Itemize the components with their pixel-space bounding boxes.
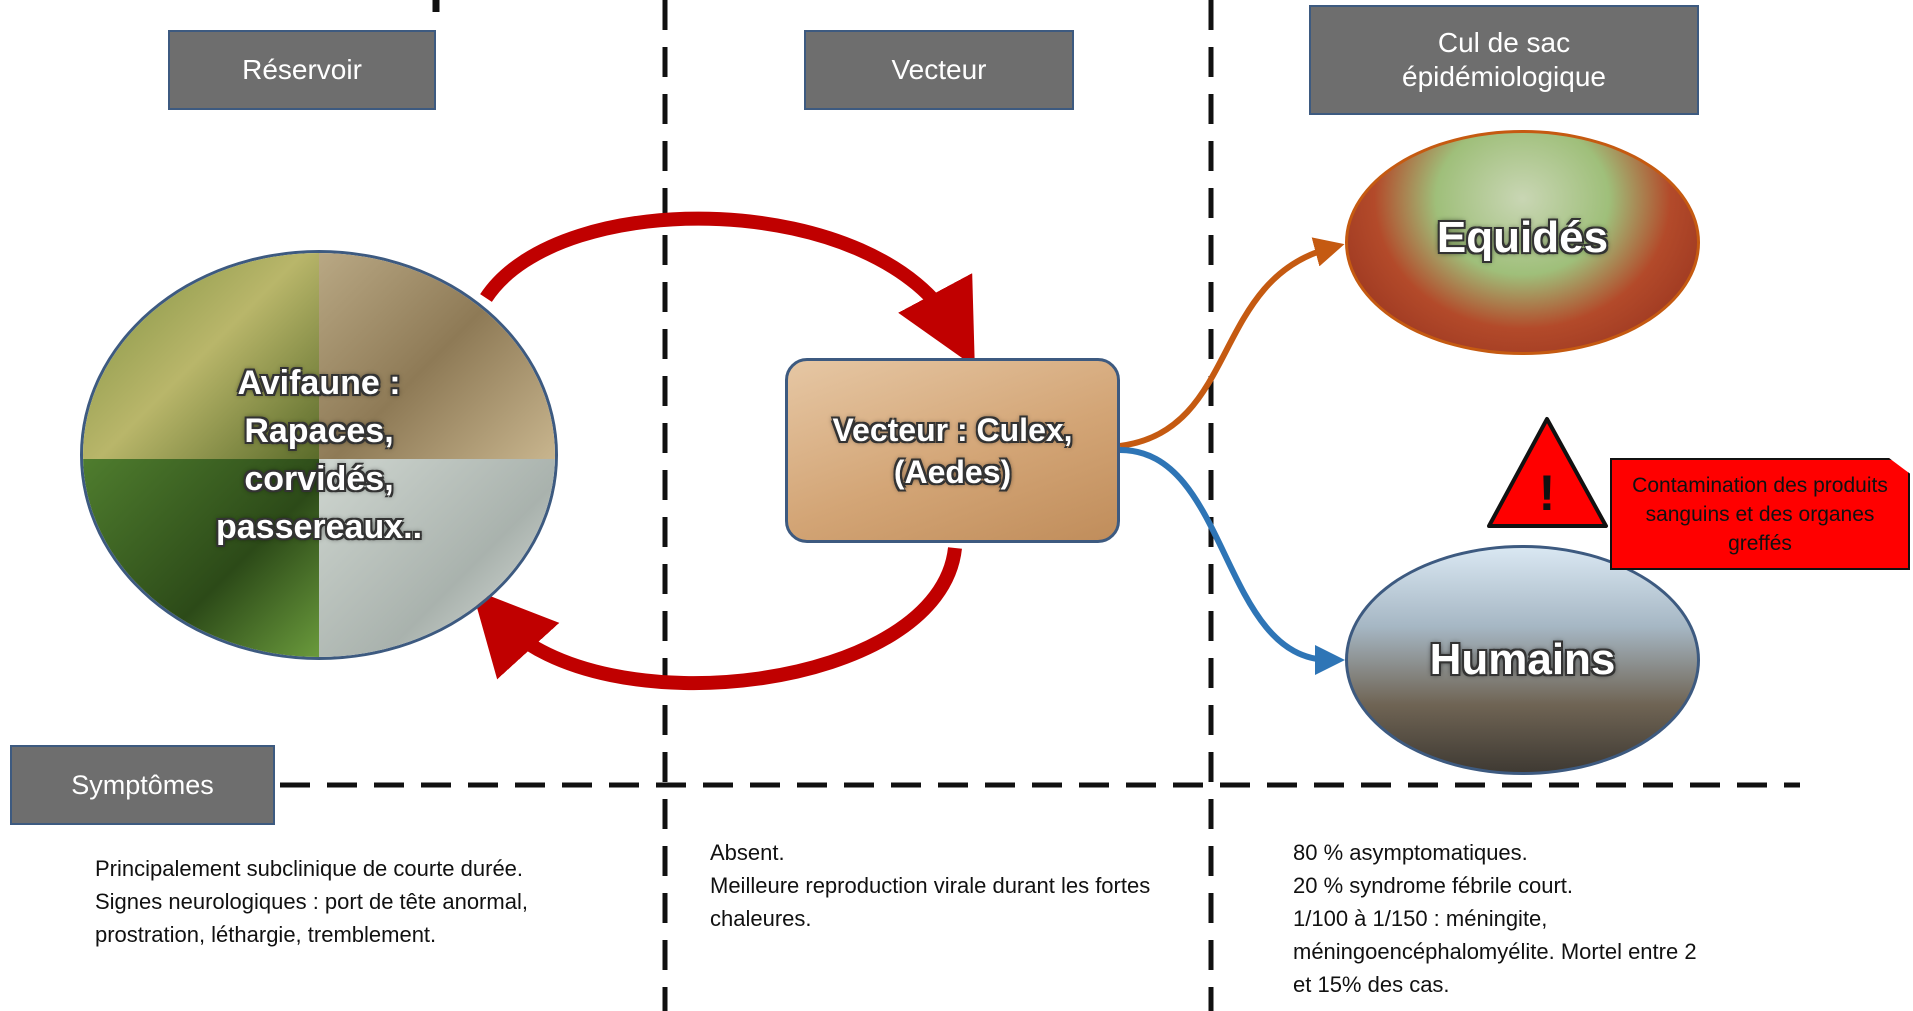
vector-box: Vecteur : Culex, (Aedes) <box>785 358 1120 543</box>
symptoms-reservoir-line-2: Signes neurologiques : port de tête anor… <box>95 889 528 947</box>
vector-label: Vecteur : Culex, (Aedes) <box>832 411 1073 490</box>
symptoms-dead-end-line-1: 80 % asymptomatiques. <box>1293 840 1528 865</box>
bird-photo-crow <box>83 459 319 657</box>
humans-oval: Humains <box>1345 545 1700 775</box>
header-dead-end-text: Cul de sac épidémiologique <box>1402 27 1606 92</box>
arrow-reservoir-to-vector <box>480 211 975 367</box>
warning-note-text: Contamination des produits sanguins et d… <box>1632 473 1888 555</box>
symptoms-label: Symptômes <box>10 745 275 825</box>
arrow-vector-to-reservoir <box>471 547 962 691</box>
header-vector: Vecteur <box>804 30 1074 110</box>
symptoms-vector-line-1: Absent. <box>710 840 785 865</box>
symptoms-vector-line-2: Meilleure reproduction virale durant les… <box>710 873 1151 931</box>
header-reservoir: Réservoir <box>168 30 436 110</box>
symptoms-dead-end-line-3: 1/100 à 1/150 : méningite, méningoencéph… <box>1293 906 1697 997</box>
avifauna-oval: Avifaune : Rapaces, corvidés, passereaux… <box>80 250 558 660</box>
warning-triangle-icon: ! <box>1487 417 1608 528</box>
avifauna-label: Avifaune : Rapaces, corvidés, passereaux… <box>215 364 423 546</box>
symptoms-reservoir: Principalement subclinique de courte dur… <box>95 852 555 951</box>
bird-photo-blackbird <box>319 459 555 657</box>
humans-label: Humains <box>1429 635 1616 684</box>
bird-photo-tit <box>83 253 319 460</box>
arrow-vector-to-humans <box>1119 447 1345 675</box>
warning-symbol: ! <box>1539 465 1556 521</box>
equids-oval: Equidés <box>1345 130 1700 355</box>
equids-label: Equidés <box>1436 212 1609 262</box>
symptoms-dead-end-line-2: 20 % syndrome fébrile court. <box>1293 873 1574 898</box>
symptoms-dead-end: 80 % asymptomatiques. 20 % syndrome fébr… <box>1293 836 1713 1001</box>
warning-note: Contamination des produits sanguins et d… <box>1610 458 1910 570</box>
symptoms-vector: Absent. Meilleure reproduction virale du… <box>710 836 1180 935</box>
header-dead-end: Cul de sac épidémiologique <box>1309 5 1699 115</box>
arrow-vector-to-equids <box>1119 237 1345 449</box>
bird-photo-kestrel <box>319 253 555 460</box>
symptoms-reservoir-line-1: Principalement subclinique de courte dur… <box>95 856 524 881</box>
